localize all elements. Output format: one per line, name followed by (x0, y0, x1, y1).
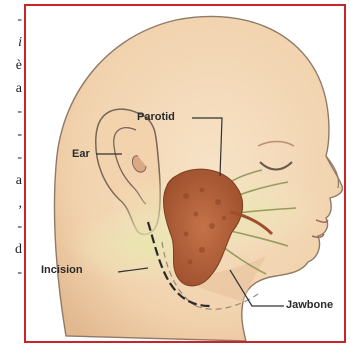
text-fragment: - (0, 215, 22, 238)
label-jawbone: Jawbone (286, 299, 333, 311)
text-fragment: è (0, 54, 22, 77)
cropped-article-text: - i è a - - - a , - d - (0, 8, 22, 284)
text-fragment: a (0, 77, 22, 100)
label-ear: Ear (72, 148, 90, 160)
label-incision: Incision (41, 264, 83, 276)
text-fragment: a (0, 169, 22, 192)
head-illustration (26, 6, 344, 341)
text-fragment: - (0, 123, 22, 146)
text-fragment: - (0, 261, 22, 284)
text-fragment: - (0, 8, 22, 31)
text-fragment: d (0, 238, 22, 261)
label-parotid: Parotid (137, 111, 175, 123)
text-fragment: i (0, 31, 22, 54)
text-fragment: - (0, 146, 22, 169)
figure-frame: Parotid Ear Incision Jawbone (24, 4, 346, 343)
text-fragment: - (0, 100, 22, 123)
text-fragment: , (0, 192, 22, 215)
